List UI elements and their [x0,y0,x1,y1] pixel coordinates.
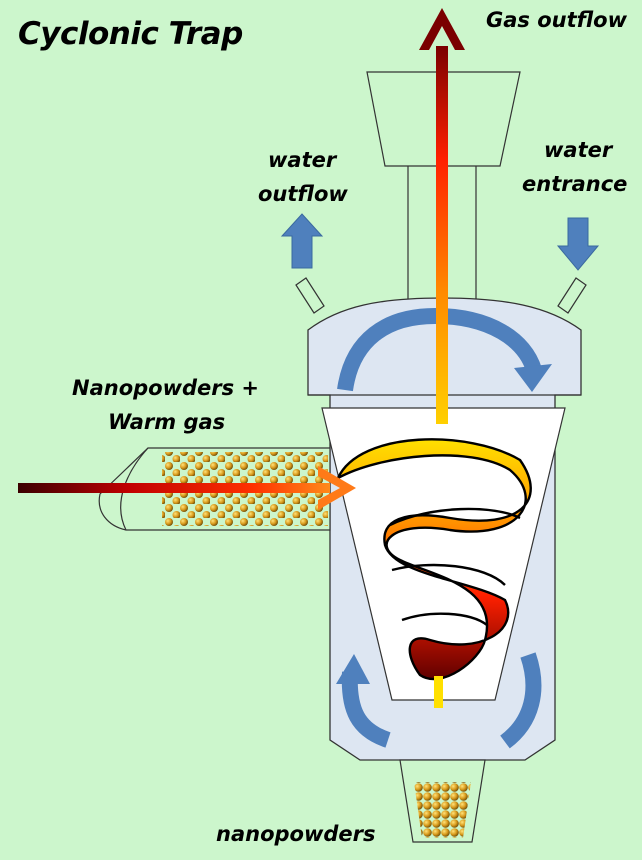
gas-inlet-arrow [18,483,330,493]
gas-outflow-arrow [436,46,448,424]
collected-nanopowders-label: nanopowders [216,822,376,846]
water-entrance-label-line1: water [544,138,613,162]
water-entrance-nozzle [557,277,587,314]
diagram-title: Cyclonic Trap [18,16,243,52]
water-outflow-arrow [280,213,324,269]
gas-outflow-label: Gas outflow [486,8,627,32]
input-label-line2: Warm gas [108,410,226,434]
water-outflow-label-line2: outflow [258,182,348,206]
water-swirl-bottom-right [499,652,542,749]
water-outflow-nozzle [295,277,325,314]
water-outflow-label-line1: water [268,148,337,172]
water-swirl-top [337,307,542,392]
collected-nanopowders [414,782,471,838]
water-entrance-arrow [556,217,600,271]
gas-outlet-pipe [407,166,477,300]
particle-drop [434,676,443,708]
water-entrance-label-line2: entrance [522,172,628,196]
input-label-line1: Nanopowders + [72,376,260,400]
